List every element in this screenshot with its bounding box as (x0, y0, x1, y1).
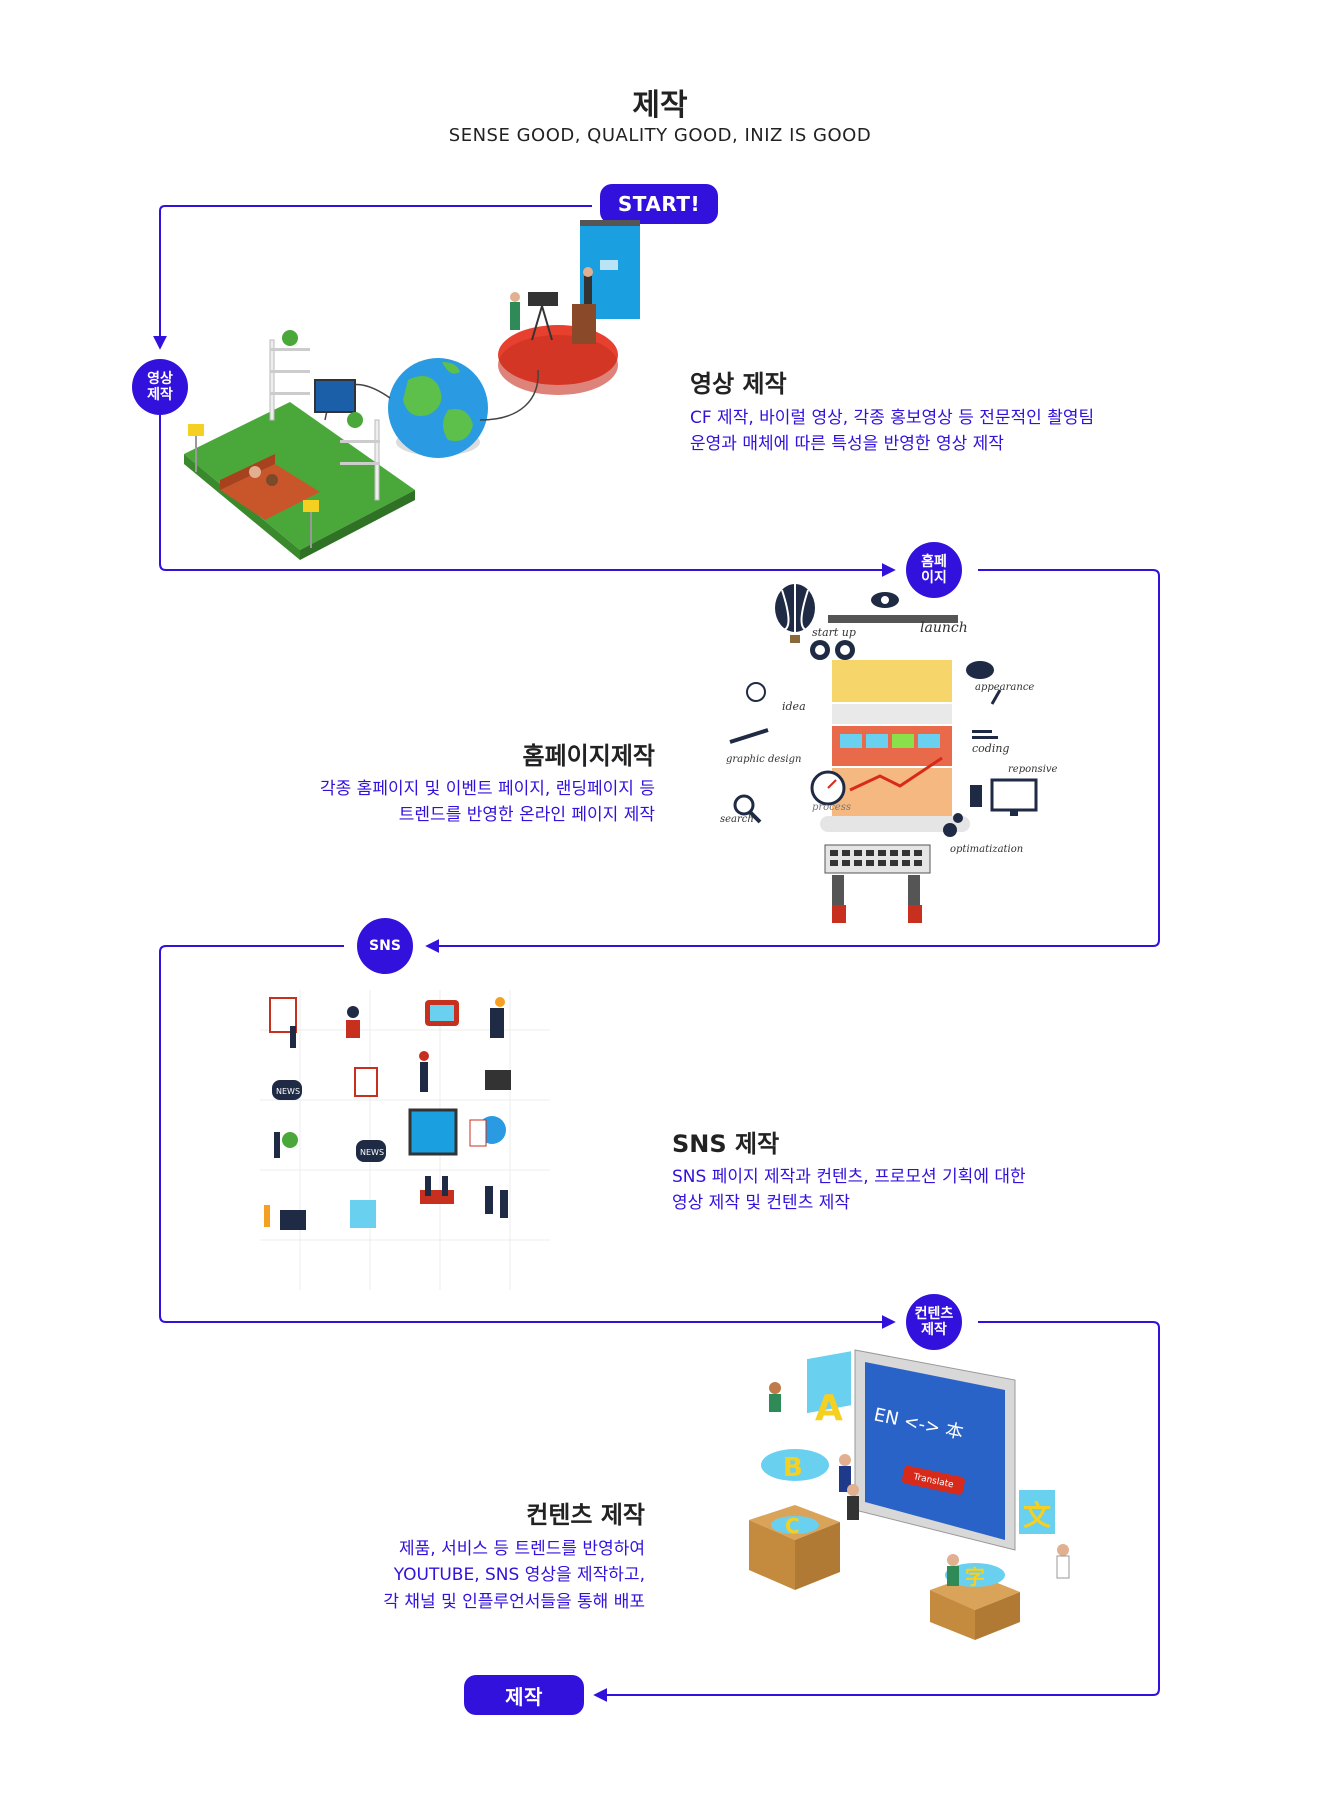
letter-tile-a: A (815, 1388, 843, 1429)
section-sns-title: SNS 제작 (672, 1130, 780, 1158)
section-content-title: 컨텐츠 제작 (526, 1501, 645, 1529)
web-label-start-up: start up (812, 626, 856, 639)
section-sns-desc: SNS 페이지 제작과 컨텐츠, 프로모션 기획에 대한 영상 제작 및 컨텐츠… (672, 1167, 1026, 1214)
step-badge-sns: SNS (357, 918, 413, 974)
section-web-desc: 각종 홈페이지 및 이벤트 페이지, 랜딩페이지 등 트렌드를 반영한 온라인 … (320, 779, 655, 826)
step-badge-content: 컨텐츠 제작 (906, 1294, 962, 1350)
web-label-appearance: appearance (975, 682, 1034, 693)
section-web-title: 홈페이지제작 (522, 742, 655, 770)
page-title: 제작 (632, 88, 688, 123)
flow-line-sns-to-content (159, 945, 896, 1329)
letter-tile-wen: 文 (1023, 1499, 1051, 1532)
web-label-optimatization: optimatization (950, 844, 1023, 855)
web-label-coding: coding (972, 742, 1009, 755)
web-production-illustration: start up launch idea appearance graphic … (720, 584, 1058, 923)
flow-line-content-to-end (593, 1321, 1160, 1702)
letter-tile-zi: 字 (965, 1565, 985, 1589)
end-badge: 제작 (464, 1675, 584, 1715)
web-label-graphic-design: graphic design (726, 754, 801, 765)
step-badge-video: 영상 제작 (132, 359, 188, 415)
letter-tile-b: B (783, 1453, 803, 1483)
letter-tile-c: C (785, 1514, 800, 1538)
section-video-title: 영상 제작 (690, 370, 787, 398)
content-production-illustration: EN <-> 本 Translate A B 文 C 字 (749, 1349, 1070, 1640)
web-label-process: process (812, 802, 851, 813)
page-subtitle: SENSE GOOD, QUALITY GOOD, INIZ IS GOOD (448, 125, 872, 146)
sns-production-illustration: NEWS NEWS (260, 990, 550, 1290)
step-badge-web: 홈페 이지 (906, 542, 962, 598)
web-label-search: search (720, 814, 754, 825)
web-label-reponsive: reponsive (1008, 764, 1058, 775)
flow-line-start (153, 205, 592, 350)
web-label-launch: launch (920, 620, 968, 636)
flow-line-web-to-sns (425, 569, 1160, 953)
web-label-idea: idea (782, 700, 806, 713)
section-content-desc: 제품, 서비스 등 트렌드를 반영하여 YOUTUBE, SNS 영상을 제작하… (383, 1539, 645, 1612)
sns-news-label-1: NEWS (276, 1087, 300, 1096)
video-production-illustration (184, 220, 640, 560)
start-badge: START! (600, 184, 718, 224)
sns-news-label-2: NEWS (360, 1148, 384, 1157)
flow-line-video-to-web (159, 415, 896, 577)
section-video-desc: CF 제작, 바이럴 영상, 각종 홍보영상 등 전문적인 촬영팀 운영과 매체… (690, 408, 1095, 455)
